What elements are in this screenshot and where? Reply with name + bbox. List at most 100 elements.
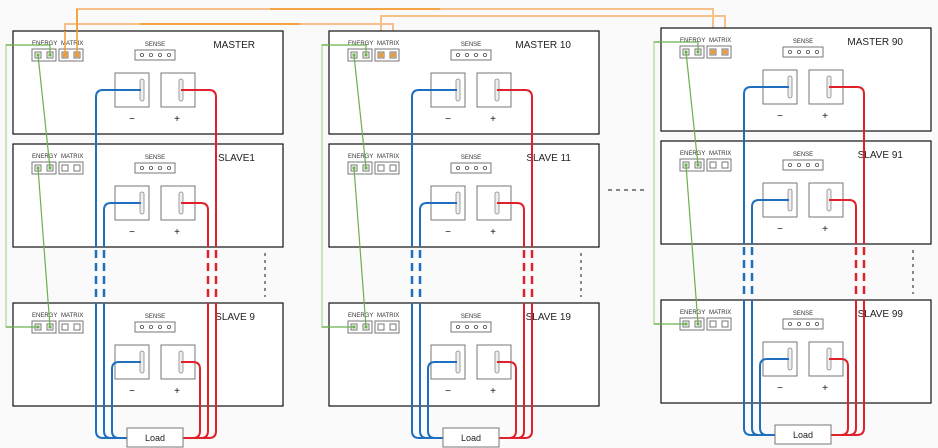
positive-wire [183,303,217,439]
energy-pin [48,325,52,329]
matrix-label: MATRIX [61,154,83,160]
energy-pin [36,166,40,170]
matrix-port-b [389,323,397,331]
energy-label: ENERGY [32,41,57,47]
sense-pin [806,50,811,55]
sense-pin [788,50,793,55]
energy-link-wire [353,167,367,328]
negative-wire [111,361,141,439]
matrix-label: MATRIX [61,313,83,319]
sense-label: SENSE [145,42,165,48]
sense-label: SENSE [793,152,813,158]
energy-label: ENERGY [680,310,705,316]
positive-wire [831,300,865,436]
matrix-port-b [73,323,81,331]
sense-connector [134,49,176,61]
sense-pin [482,53,487,58]
sense-pin [157,165,162,170]
plus-sign: + [174,114,180,125]
energy-pin [48,166,52,170]
energy-pin [352,325,356,329]
positive-wire [497,89,533,247]
minus-sign: − [777,383,783,394]
matrix-port-a [709,161,717,169]
negative-wire [411,303,443,439]
sense-pin [148,165,153,170]
matrix-pin [63,53,67,57]
energy-pin [364,53,368,57]
energy-pin [36,53,40,57]
sense-pin [797,50,802,55]
matrix-connector [58,48,84,62]
energy-pin [696,50,700,54]
energy-connector [347,48,373,62]
negative-wire [427,361,457,439]
minus-sign: − [129,114,135,125]
plus-sign: + [822,224,828,235]
energy-pin [684,163,688,167]
unit-name: SLAVE 19 [526,312,572,323]
negative-wire [95,303,127,439]
matrix-pin [723,50,727,54]
energy-connector [31,161,57,175]
matrix-port-a [61,164,69,172]
matrix-port-a [61,323,69,331]
negative-wire [419,202,457,247]
matrix-port-b [721,320,729,328]
negative-wire [743,300,775,436]
negative-wire [103,202,141,247]
minus-sign: − [129,386,135,397]
minus-sign: − [445,386,451,397]
sense-pin [148,53,153,58]
sense-pin [797,321,802,326]
positive-wire [499,303,525,439]
energy-label: ENERGY [348,41,373,47]
energy-pin [696,322,700,326]
sense-connector [782,318,824,330]
energy-label: ENERGY [348,313,373,319]
sense-pin [455,53,460,58]
matrix-label: MATRIX [709,151,731,157]
energy-connector [31,48,57,62]
negative-wire [103,303,127,439]
unit-name: MASTER 90 [847,37,903,48]
energy-pin [48,53,52,57]
matrix-connector [374,320,400,334]
unit-name: SLAVE 9 [215,312,255,323]
positive-wire [829,86,865,244]
sense-pin [455,324,460,329]
sense-connector [134,321,176,333]
matrix-connector [58,320,84,334]
unit-box [12,143,284,248]
sense-pin [139,324,144,329]
sense-pin [788,162,793,167]
sense-pin [806,321,811,326]
negative-wire [95,89,141,247]
matrix-connector [58,161,84,175]
matrix-connector [706,45,732,59]
minus-sign: − [777,111,783,122]
matrix-port-b [73,164,81,172]
load-label: Load [793,430,813,440]
sense-pin [815,50,820,55]
positive-wire [497,361,517,439]
matrix-label: MATRIX [377,41,399,47]
sense-connector [134,162,176,174]
matrix-label: MATRIX [709,310,731,316]
negative-wire [743,86,789,244]
sense-pin [139,53,144,58]
sense-connector [450,321,492,333]
matrix-port-a [377,323,385,331]
sense-label: SENSE [145,314,165,320]
sense-pin [788,321,793,326]
matrix-pin [391,53,395,57]
matrix-label: MATRIX [709,38,731,44]
positive-wire [183,303,209,439]
sense-connector [782,46,824,58]
